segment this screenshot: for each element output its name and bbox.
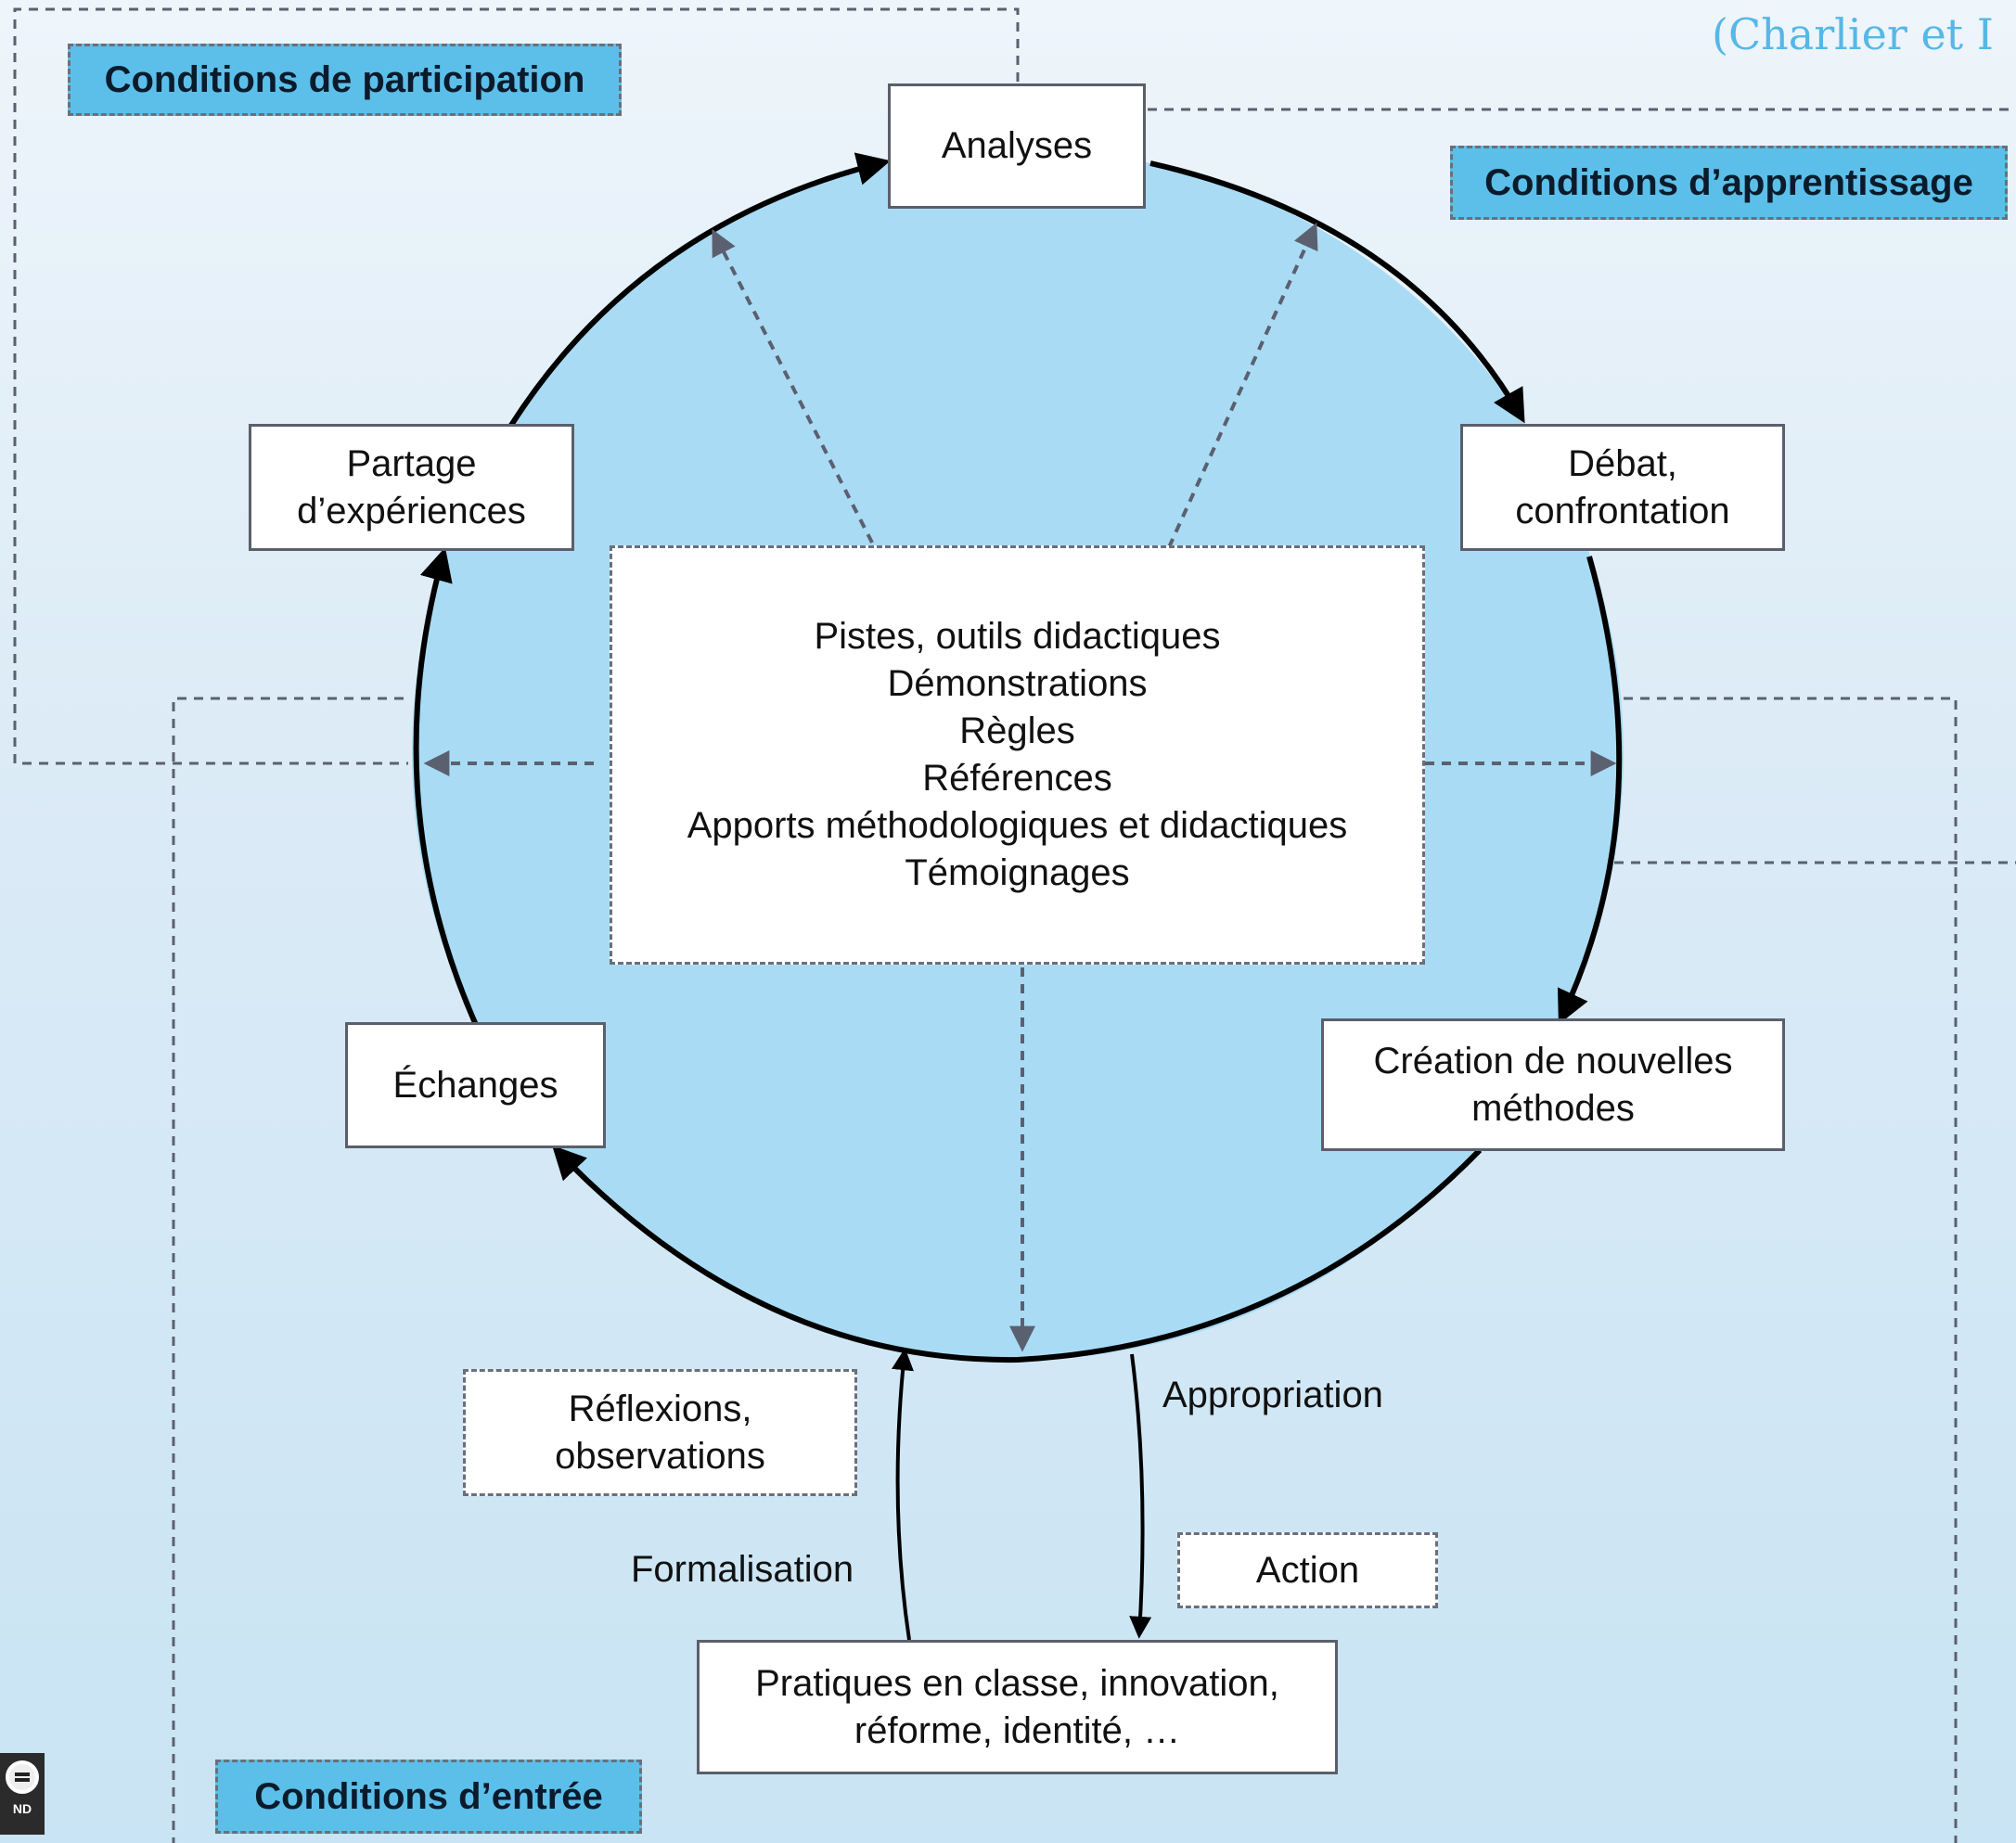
tag-conditions-participation: Conditions de participation	[68, 44, 622, 116]
node-label: Partage	[346, 442, 477, 484]
node-label: Analyses	[941, 125, 1093, 166]
center-line: Témoignages	[905, 852, 1130, 893]
node-label: Création de nouvelles	[1373, 1040, 1733, 1081]
citation-text: (Charlier et I	[1712, 9, 1994, 59]
tag-label: Conditions d’apprentissage	[1484, 161, 1973, 203]
label-formalisation: Formalisation	[631, 1549, 854, 1590]
node-creation: Création de nouvelles méthodes	[1321, 1018, 1785, 1151]
practice-arrows	[892, 1348, 1152, 1641]
arc-creation-bottom	[552, 1145, 1483, 1363]
node-label: Échanges	[392, 1064, 559, 1106]
node-label: d’expériences	[297, 490, 526, 531]
tag-conditions-apprentissage: Conditions d’apprentissage	[1450, 146, 2008, 220]
frame-entree-right	[1624, 697, 1958, 1843]
frame-lines	[13, 7, 2016, 1843]
arc-analyses-debat	[1149, 160, 1525, 424]
cycle-arcs	[413, 152, 1623, 1363]
arc-debat-creation	[1557, 556, 1623, 1025]
note-label: Action	[1255, 1549, 1360, 1591]
node-pratiques: Pratiques en classe, innovation, réforme…	[697, 1640, 1338, 1774]
note-label: observations	[555, 1435, 765, 1477]
node-partage: Partage d’expériences	[249, 424, 574, 551]
frame-entree-left	[172, 697, 404, 1843]
center-line: Pistes, outils didactiques	[814, 616, 1221, 657]
node-label: confrontation	[1515, 490, 1730, 531]
center-line: Règles	[959, 710, 1075, 751]
arc-partage-analyses	[507, 152, 891, 429]
tag-conditions-entree: Conditions d’entrée	[215, 1760, 642, 1834]
node-echanges: Échanges	[345, 1022, 606, 1148]
cc-nd-icon	[6, 1760, 39, 1794]
node-label: réforme, identité, …	[854, 1709, 1181, 1751]
frame-participation-left	[13, 7, 1020, 765]
node-label: Pratiques en classe, innovation,	[755, 1662, 1279, 1704]
center-line: Apports méthodologiques et didactiques	[687, 805, 1348, 846]
note-reflexions: Réflexions, observations	[463, 1369, 857, 1496]
label-appropriation: Appropriation	[1162, 1375, 1383, 1415]
center-arrows	[423, 222, 1617, 1352]
node-analyses: Analyses	[888, 83, 1146, 209]
tag-label: Conditions de participation	[104, 58, 585, 100]
center-resources-box: Pistes, outils didactiques Démonstration…	[610, 545, 1425, 965]
cc-nd-text: ND	[12, 1801, 32, 1816]
center-line: Démonstrations	[887, 663, 1148, 704]
cc-nd-badge: ND	[0, 1753, 45, 1835]
arrow-center-top-right	[1167, 222, 1318, 548]
node-debat: Débat, confrontation	[1460, 424, 1785, 551]
arrow-appropriation	[1129, 1353, 1152, 1639]
arrow-center-top-left	[712, 229, 874, 544]
node-label: Débat,	[1568, 442, 1677, 484]
note-action: Action	[1177, 1532, 1438, 1608]
note-label: Réflexions,	[568, 1388, 752, 1429]
arc-echanges-partage	[413, 547, 479, 1027]
node-label: méthodes	[1471, 1087, 1635, 1129]
tag-label: Conditions d’entrée	[254, 1775, 603, 1817]
arrow-formalisation	[892, 1348, 914, 1641]
center-line: Références	[922, 758, 1112, 799]
